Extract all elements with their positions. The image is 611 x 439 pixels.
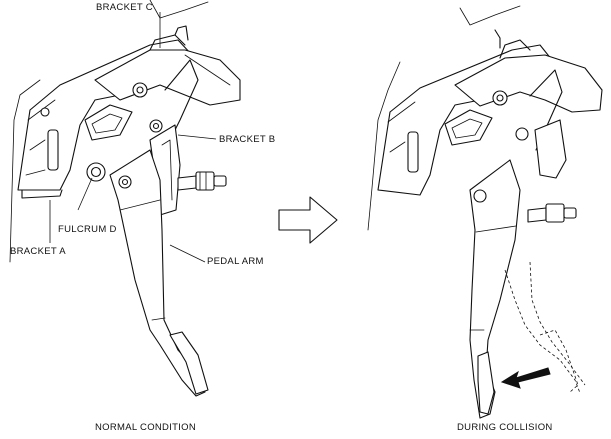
movement-arrow-icon <box>500 367 551 389</box>
previous-pedal-position <box>504 261 586 394</box>
stop-light-switch <box>177 171 227 191</box>
fulcrum-d-label: FULCRUM D <box>58 224 117 235</box>
switch-collision <box>527 203 577 223</box>
normal-condition-drawing <box>9 0 241 397</box>
bracket-c <box>84 25 241 141</box>
bracket-b-label: BRACKET B <box>219 134 276 145</box>
fulcrum-d <box>86 162 106 182</box>
bracket-c-collision <box>444 29 603 179</box>
pedal-arm <box>109 149 209 397</box>
transition-arrow-icon <box>278 196 338 244</box>
pedal-arm-label: PEDAL ARM <box>207 256 264 267</box>
normal-condition-caption: NORMAL CONDITION <box>95 422 197 433</box>
pedal-arm-collision <box>469 159 521 419</box>
during-collision-caption: DURING COLLISION <box>457 422 553 433</box>
collision-condition-drawing <box>367 5 603 419</box>
bracket-a-label: BRACKET A <box>10 246 66 257</box>
bracket-c-label: BRACKET C <box>96 2 153 13</box>
